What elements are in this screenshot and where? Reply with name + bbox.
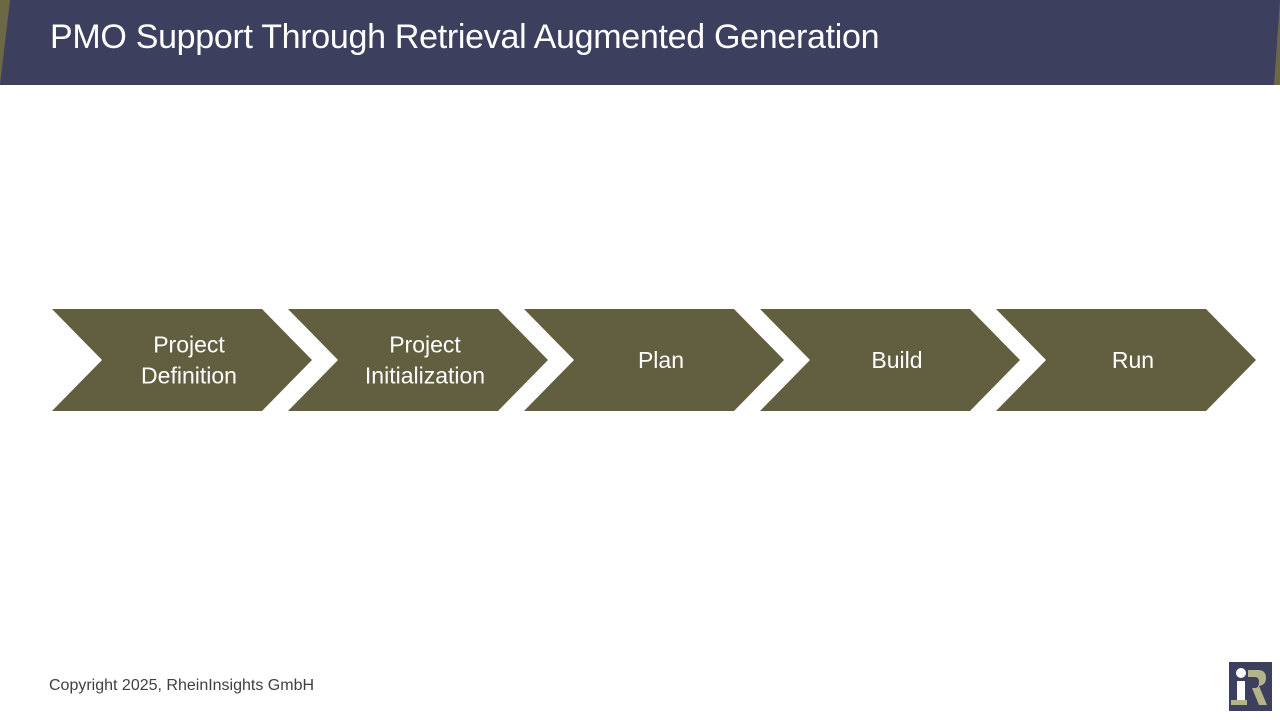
process-step-chevron [760,309,1020,411]
process-step-4: Build [760,309,1020,411]
rheininsights-logo-icon [1231,668,1267,705]
process-step-chevron [524,309,784,411]
process-step-chevron [996,309,1256,411]
process-step-chevron [288,309,548,411]
title-bar-accent-left [0,0,10,85]
process-step-label: Plan [638,347,684,373]
company-logo [1229,662,1272,711]
process-step-3: Plan [524,309,784,411]
process-step-label: Run [1112,347,1154,373]
title-bar: PMO Support Through Retrieval Augmented … [0,0,1280,85]
process-step-label: Project [389,332,461,358]
process-step-label: Project [153,332,225,358]
title-bar-accent-right [1274,0,1280,85]
process-step-label: Definition [141,363,237,389]
process-step-chevron [52,309,312,411]
process-step-5: Run [996,309,1256,411]
process-step-label: Initialization [365,363,485,389]
slide-title: PMO Support Through Retrieval Augmented … [50,18,880,56]
process-step-label: Build [871,347,922,373]
copyright-footer: Copyright 2025, RheinInsights GmbH [49,677,315,694]
